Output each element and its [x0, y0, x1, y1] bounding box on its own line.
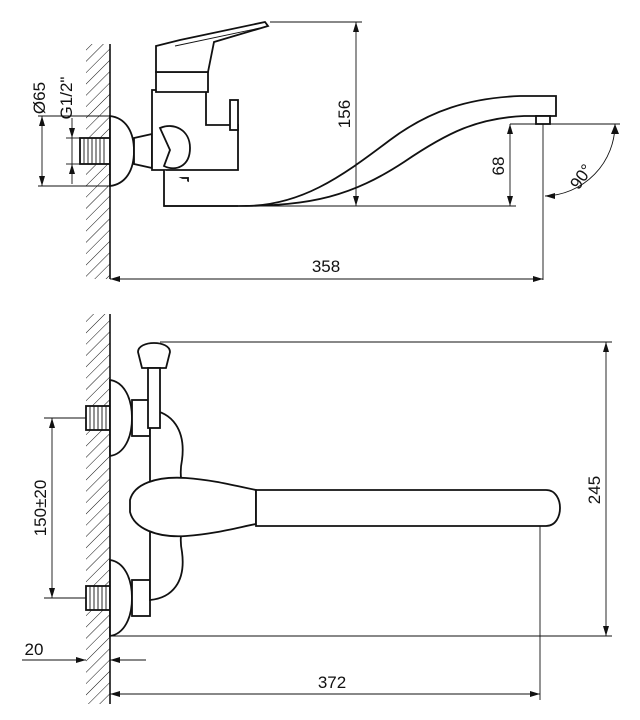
dim-wall-offset: [22, 657, 146, 663]
dim-outlet-height: [362, 123, 540, 207]
eccentric-nut-side: [133, 132, 153, 170]
wall-hatch-top: [86, 314, 110, 704]
lower-inlet-top: [85, 585, 111, 611]
upper-escutcheon-top: [109, 378, 133, 458]
side-view: Ø65 G1/2" 156 68: [30, 21, 620, 282]
dim-centers: [44, 417, 86, 599]
top-view: 150±20 245 20 372: [22, 314, 612, 704]
escutcheon-side: [109, 114, 135, 188]
dim-angle: [542, 123, 620, 280]
dim-projection-label: 358: [312, 257, 340, 276]
dim-spout-length-label: 372: [318, 673, 346, 692]
diverter-knob: [229, 99, 239, 131]
dim-thread-label: G1/2": [57, 77, 76, 120]
dim-outlet-height-label: 68: [489, 157, 508, 176]
dim-diameter-label: Ø65: [30, 82, 49, 114]
dim-thread: [66, 118, 80, 184]
dim-depth: [110, 341, 612, 637]
cartridge-housing: [155, 71, 209, 93]
spout-top: [255, 489, 561, 527]
dim-height: [238, 21, 362, 207]
spout-side: [163, 95, 557, 207]
dim-diameter: [38, 115, 110, 187]
dim-height-label: 156: [335, 100, 354, 128]
shower-holder-side: [158, 125, 191, 170]
shower-holder-top: [137, 342, 171, 429]
lower-nut-top: [131, 579, 151, 617]
dim-depth-label: 245: [585, 476, 604, 504]
dim-projection: [110, 276, 543, 282]
aerator: [535, 115, 551, 125]
lower-escutcheon-top: [109, 558, 133, 638]
lever-handle-side: [155, 21, 270, 73]
dim-spout-length: [110, 526, 541, 700]
threaded-inlet-side: [79, 137, 111, 165]
upper-inlet-top: [85, 405, 111, 431]
lever-handle-top: [129, 476, 257, 538]
dim-wall-offset-label: 20: [25, 640, 44, 659]
dim-angle-label: 90°: [566, 161, 596, 193]
dim-centers-label: 150±20: [31, 480, 50, 537]
